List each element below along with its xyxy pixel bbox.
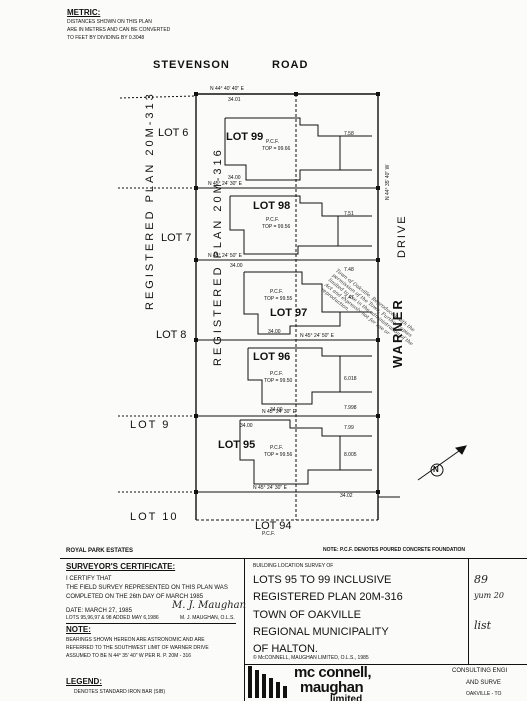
handwritten-note-3: list [474, 619, 492, 632]
dim-4: 34.00 [268, 329, 281, 335]
pcf-label-6: P.C.F. [262, 531, 275, 537]
lot-10-label: LOT 10 [130, 511, 179, 523]
city-line: OAKVILLE - TO [466, 691, 502, 697]
lot-94-label: LOT 94 [255, 520, 292, 532]
note-line-3: ASSUMED TO BE N 44° 35' 40" W PER R. P. … [66, 653, 192, 659]
firm-name-3: limited [330, 694, 363, 701]
side-dim-2: 7.51 [344, 211, 354, 217]
bearing-b: N 45° 24' 50" E [208, 253, 242, 259]
dim-7: 34.02 [340, 493, 353, 499]
title-copyright: © McCONNELL, MAUGHAN LIMITED, O.L.S., 19… [253, 655, 369, 661]
certificate-surveyor: M. J. MAUGHAN, O.L.S. [180, 615, 235, 621]
bearing-b-2: N 45° 24' 50" E [300, 333, 334, 339]
certificate-line-2: THE FIELD SURVEY REPRESENTED ON THIS PLA… [66, 585, 228, 591]
road-name-road: ROAD [272, 59, 309, 71]
dim-1: 34.01 [228, 97, 241, 103]
bearing-a-3: N 45° 24' 30" E [253, 485, 287, 491]
pcf-label-5: P.C.F. [270, 445, 283, 451]
side-dim-6: 7.998 [344, 405, 357, 411]
lot-8-label: LOT 8 [156, 329, 187, 341]
side-dim-8: 8.005 [344, 452, 357, 458]
pcf-note: NOTE: P.C.F. DENOTES POURED CONCRETE FOU… [323, 547, 466, 553]
note-title: NOTE: [66, 625, 91, 634]
bearing-top: N 44° 40' 40" E [210, 86, 244, 92]
certificate-line-3: COMPLETED ON THE 26th DAY OF MARCH 1985 [66, 594, 204, 600]
dim-3: 34.00 [230, 263, 243, 269]
top-elev-1: TOP = 99.66 [262, 146, 291, 152]
side-dim-4: 7.47 [344, 295, 354, 301]
lot-98-label: LOT 98 [253, 200, 291, 212]
title-line-1: LOTS 95 TO 99 INCLUSIVE [253, 574, 392, 586]
registered-plan-left: REGISTERED PLAN 20M-313 [144, 91, 156, 310]
side-dim-7: 7.99 [344, 425, 354, 431]
registered-plan-center: REGISTERED PLAN 20M-316 [212, 147, 224, 366]
pcf-label-2: P.C.F. [266, 217, 279, 223]
certificate-added: LOTS 95,96,97 & 98 ADDED MAY 6,1986 [66, 615, 159, 621]
frame-divider-left [244, 558, 245, 701]
certificate-rule [66, 623, 236, 624]
legend-title: LEGEND: [66, 677, 102, 686]
certificate-title: SURVEYOR'S CERTIFICATE: [66, 562, 176, 571]
pcf-label-1: P.C.F. [266, 139, 279, 145]
pcf-label-4: P.C.F. [270, 371, 283, 377]
estate-name: ROYAL PARK ESTATES [66, 548, 134, 554]
lot-6-label: LOT 6 [158, 127, 189, 139]
street-drive: DRIVE [396, 214, 408, 258]
frame-firm-line [244, 664, 527, 665]
title-line-2: REGISTERED PLAN 20M-316 [253, 591, 403, 603]
certificate-line-1: I CERTIFY THAT [66, 576, 112, 582]
side-dim-5: 6.018 [344, 376, 357, 382]
top-elev-5: TOP = 99.56 [264, 452, 293, 458]
metric-line-1: DISTANCES SHOWN ON THIS PLAN [67, 19, 152, 25]
handwritten-note-2: yum 20 [474, 591, 504, 600]
top-elev-4: TOP = 99.50 [264, 378, 293, 384]
side-dim-3: 7.48 [344, 267, 354, 273]
top-elev-2: TOP = 99.56 [262, 224, 291, 230]
road-name-stevenson: STEVENSON [153, 59, 230, 71]
north-arrow-label: N [433, 465, 439, 474]
frame-divider-right [468, 558, 469, 664]
pcf-label-3: P.C.F. [270, 289, 283, 295]
metric-title: METRIC: [67, 8, 101, 17]
dim-6: 34.00 [240, 423, 253, 429]
and-line: AND SURVE [466, 680, 501, 686]
surveyor-signature: M. J. Maughan [172, 600, 247, 611]
metric-line-3: TO FEET BY DIVIDING BY 0.3048 [67, 35, 145, 41]
title-line-4: REGIONAL MUNICIPALITY [253, 626, 389, 638]
dim-5: 34.00 [270, 407, 283, 413]
bearing-a-2: N 45° 24' 30" E [262, 409, 296, 415]
firm-logo-mark [248, 666, 287, 698]
firm-name-2: maughan [300, 679, 364, 696]
title-line-3: TOWN OF OAKVILLE [253, 609, 361, 621]
bearing-a: N 45° 24' 30" E [208, 181, 242, 187]
title-line-5: OF HALTON. [253, 643, 318, 655]
legend-line-1: DENOTES STANDARD IRON BAR (SIB) [74, 689, 166, 695]
firm-name-1: mc connell, [294, 664, 372, 681]
dim-2: 34.00 [228, 175, 241, 181]
lot-96-label: LOT 96 [253, 351, 291, 363]
lot-9-label: LOT 9 [130, 419, 171, 431]
certificate-date: DATE: MARCH 27, 1985 [66, 608, 132, 614]
bearing-c: N 44° 35' 40" W [385, 164, 391, 200]
lot-95-label: LOT 95 [218, 439, 256, 451]
consulting-line: CONSULTING ENGI [452, 668, 508, 674]
lot-7-label: LOT 7 [161, 232, 192, 244]
top-elev-3: TOP = 99.55 [264, 296, 293, 302]
metric-line-2: ARE IN METRES AND CAN BE CONVERTED [67, 27, 171, 33]
lot-99-label: LOT 99 [226, 131, 264, 143]
note-line-1: BEARINGS SHOWN HEREON ARE ASTRONOMIC AND… [66, 637, 205, 643]
title-caption: BUILDING LOCATION SURVEY OF [253, 563, 334, 569]
lot-97-label: LOT 97 [270, 307, 308, 319]
frame-top-line [60, 558, 527, 559]
side-dim-1: 7.58 [344, 131, 354, 137]
note-line-2: REFERRED TO THE SOUTHWEST LIMIT OF WARNE… [66, 645, 209, 651]
survey-drawing [118, 92, 467, 521]
handwritten-note-1: 89 [474, 573, 488, 586]
